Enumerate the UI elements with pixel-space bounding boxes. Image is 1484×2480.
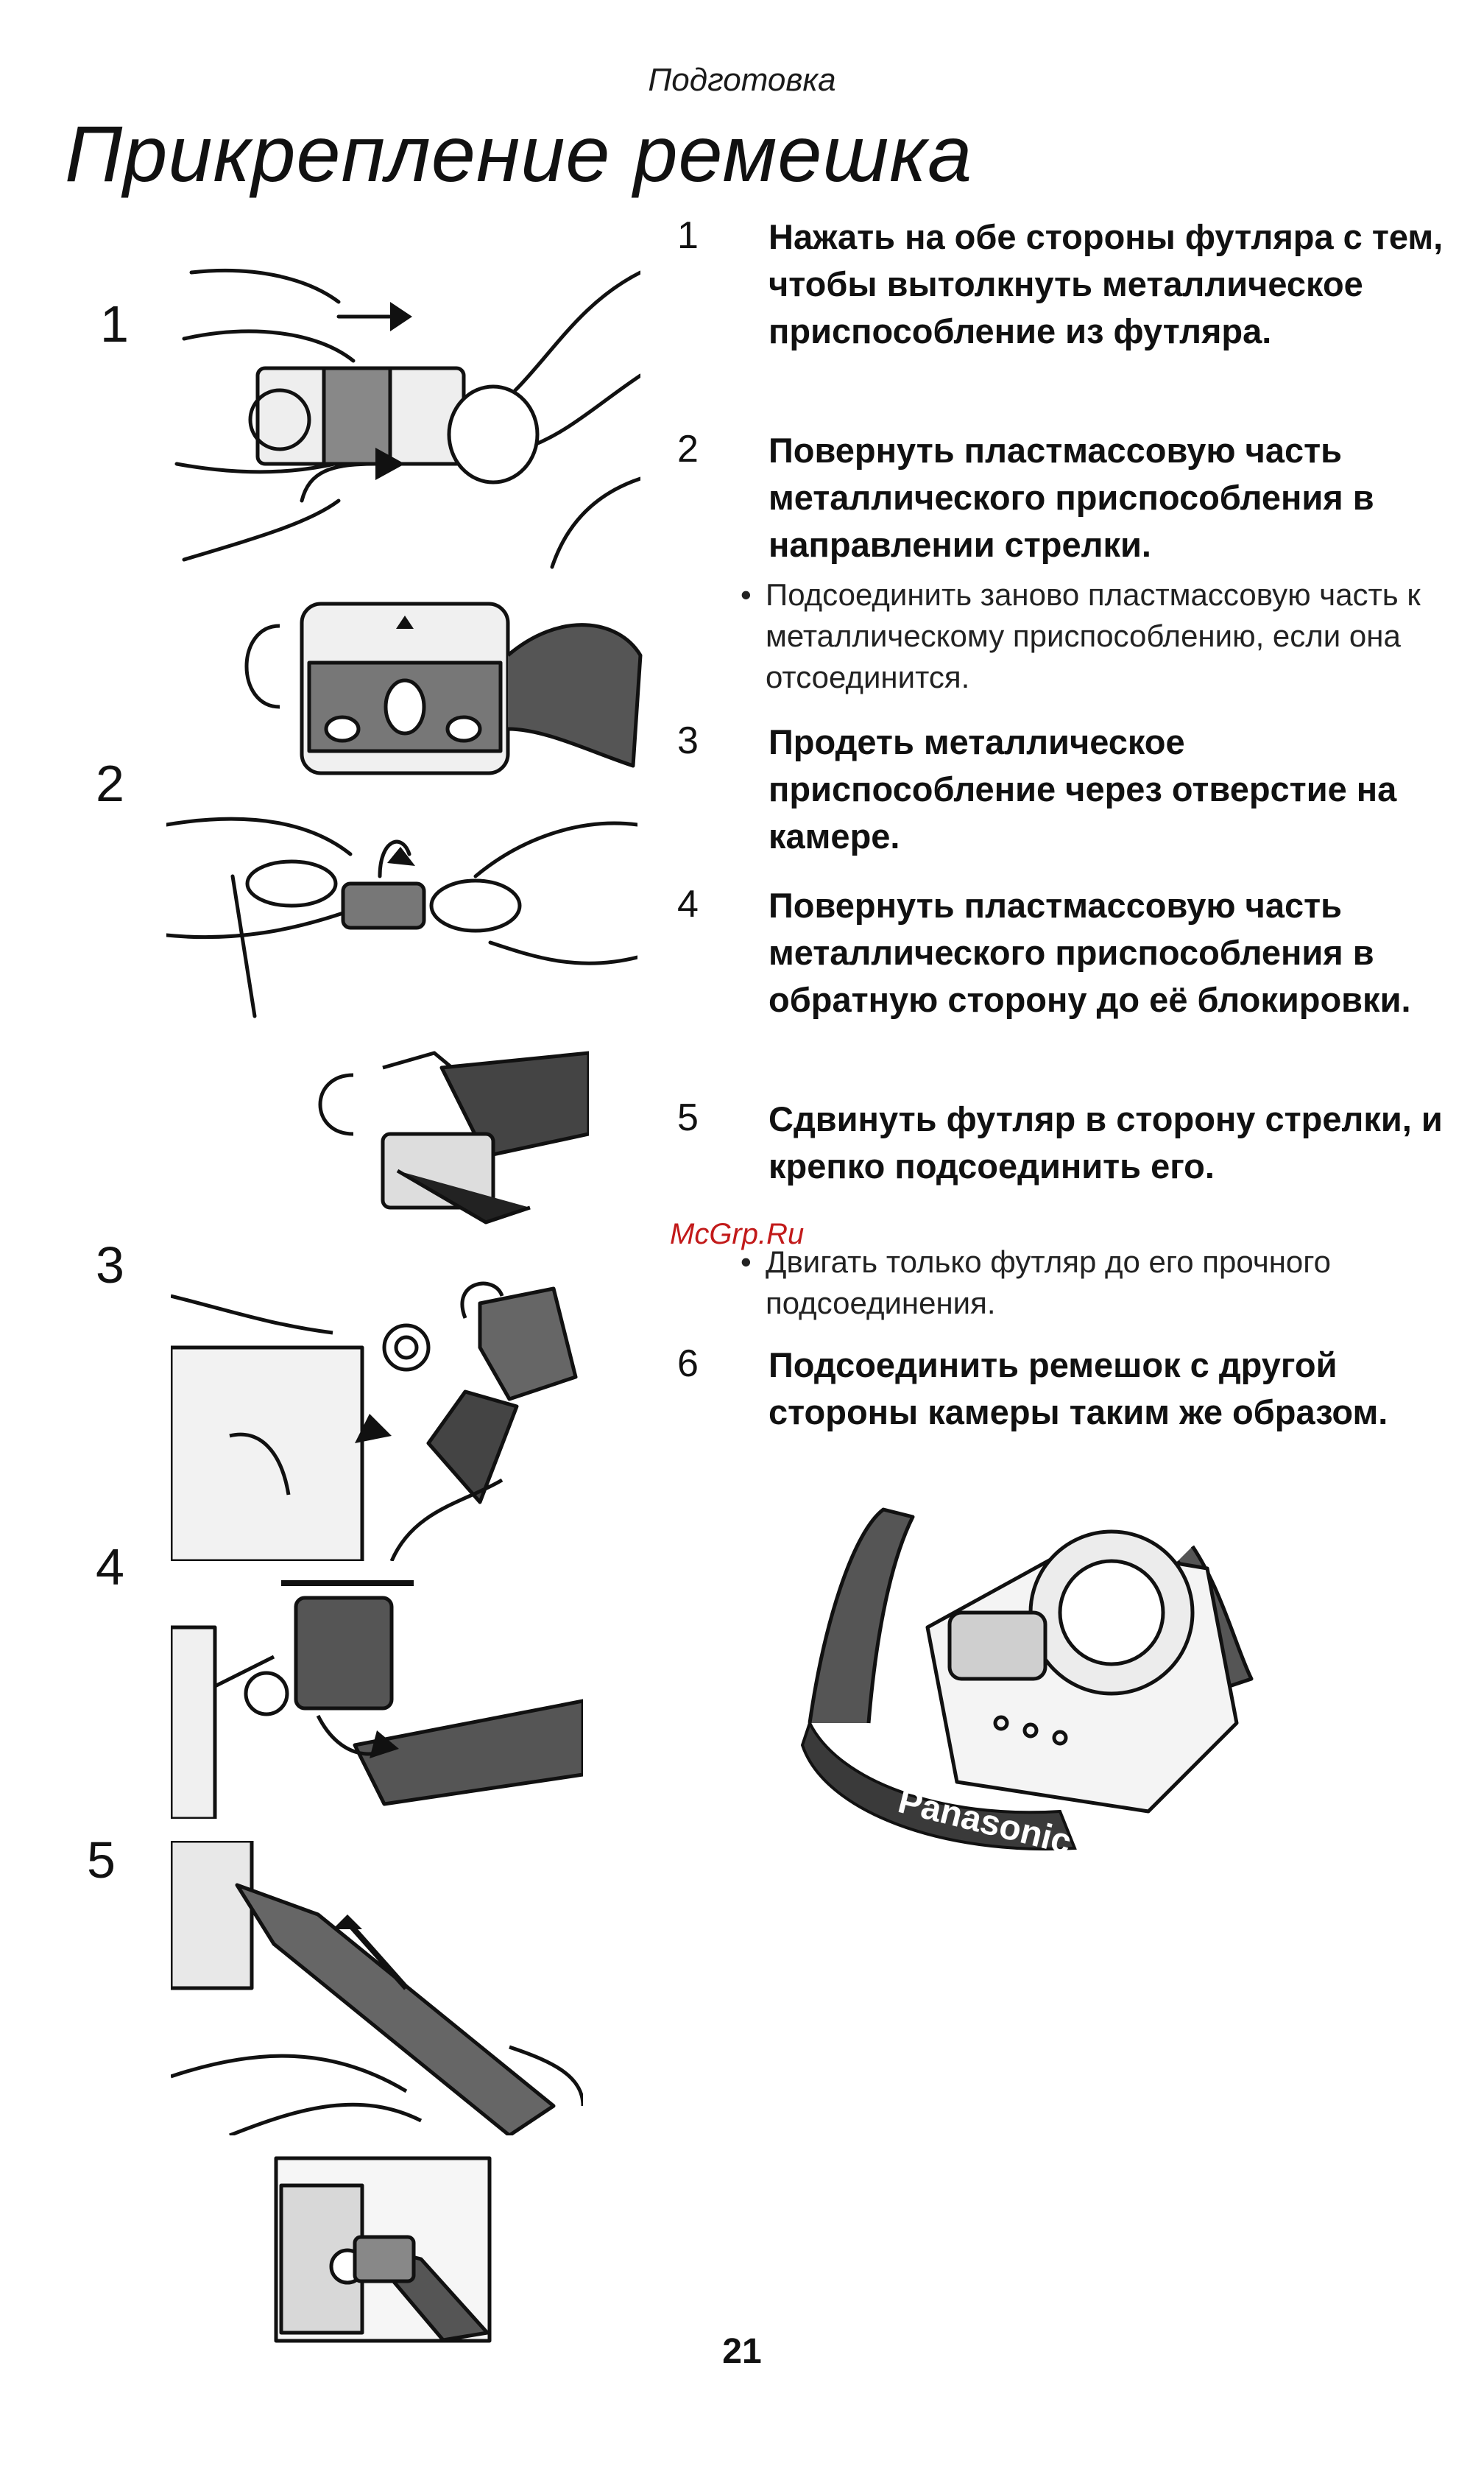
step-text: Нажать на обе стороны футляра с тем, что… — [768, 217, 1444, 350]
note-text: Двигать только футляр до его прочного по… — [766, 1244, 1332, 1320]
figure-3-illustration — [171, 1281, 578, 1561]
figure-5a-illustration — [171, 1841, 583, 2135]
figure-6-illustration: Panasonic — [800, 1507, 1254, 1862]
figure-2c-illustration — [318, 1051, 589, 1225]
note-text: Подсоединить заново пластмассовую часть … — [766, 577, 1421, 694]
figure-1-illustration — [174, 268, 640, 569]
step-number: 2 — [677, 428, 699, 471]
step-number: 6 — [677, 1342, 699, 1385]
step-number: 1 — [677, 214, 699, 257]
page-number: 21 — [722, 2332, 762, 2371]
figure-5b-illustration — [274, 2156, 492, 2343]
figure-label-1: 1 — [100, 295, 129, 353]
step-2-note: • Подсоединить заново пластмассовую част… — [741, 574, 1450, 698]
bullet-icon: • — [741, 577, 752, 612]
step-text: Продеть металлическое приспособление чер… — [768, 722, 1397, 856]
figure-4-illustration — [171, 1580, 583, 1819]
figure-2b-illustration — [166, 817, 637, 1018]
step-text: Подсоединить ремешок с другой стороны ка… — [768, 1345, 1388, 1431]
step-text: Повернуть пластмассовую часть металличес… — [768, 886, 1411, 1019]
step-text: Сдвинуть футляр в сторону стрелки, и кре… — [768, 1099, 1443, 1186]
step-5-note: • Двигать только футляр до его прочного … — [741, 1241, 1450, 1324]
figure-label-3: 3 — [96, 1236, 124, 1294]
figure-2a-illustration — [244, 602, 643, 775]
step-text: Повернуть пластмассовую часть металличес… — [768, 431, 1374, 564]
step-number: 3 — [677, 719, 699, 762]
figure-label-2: 2 — [96, 755, 124, 812]
bullet-icon: • — [741, 1244, 752, 1279]
figure-label-4: 4 — [96, 1538, 124, 1596]
page-title: Прикрепление ремешка — [65, 109, 973, 198]
section-label: Подготовка — [648, 62, 836, 98]
figure-label-5: 5 — [87, 1831, 116, 1889]
step-number: 4 — [677, 883, 699, 926]
watermark: McGrp.Ru — [670, 1218, 805, 1250]
step-number: 5 — [677, 1096, 699, 1139]
